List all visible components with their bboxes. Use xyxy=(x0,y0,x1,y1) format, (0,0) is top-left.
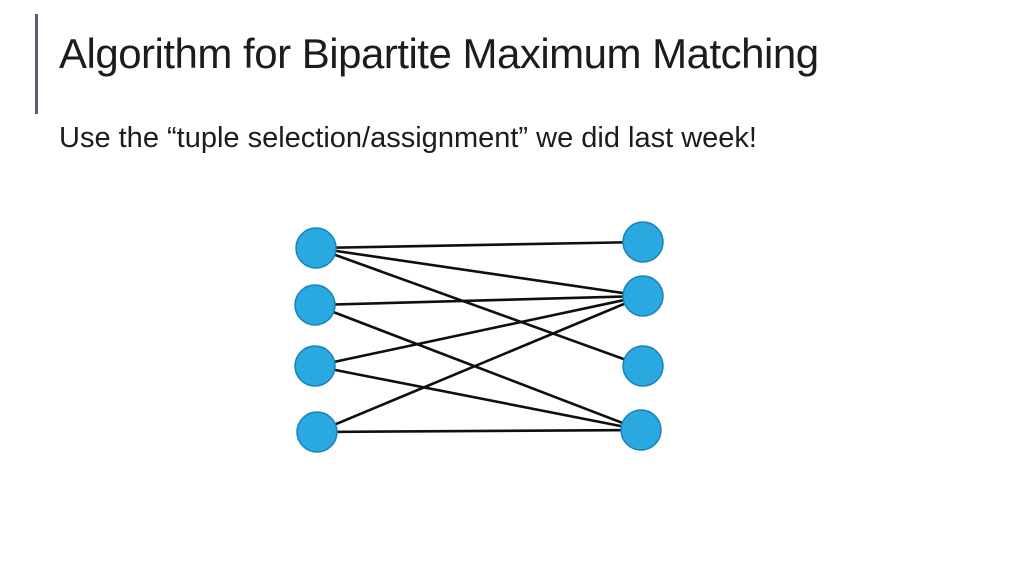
graph-node-R2 xyxy=(622,275,664,317)
graph-node-L1 xyxy=(295,227,337,269)
graph-edge-L2-R2 xyxy=(314,294,644,307)
graph-edge-L4-R4 xyxy=(316,428,642,434)
graph-edge-L1-R1 xyxy=(315,240,644,250)
graph-edge-L3-R2 xyxy=(314,294,644,368)
slide-title: Algorithm for Bipartite Maximum Matching xyxy=(59,30,819,77)
graph-edge-L2-R4 xyxy=(314,303,642,432)
graph-edge-L1-R2 xyxy=(315,246,644,298)
graph-node-L4 xyxy=(296,411,338,453)
graph-edge-L1-R3 xyxy=(315,246,644,368)
graph-edge-L4-R2 xyxy=(316,294,644,434)
slide-subtitle: Use the “tuple selection/assignment” we … xyxy=(59,122,757,154)
graph-node-L3 xyxy=(294,345,336,387)
title-accent-bar xyxy=(35,14,38,114)
graph-edge-L3-R4 xyxy=(314,364,642,432)
graph-node-R1 xyxy=(622,221,664,263)
graph-node-L2 xyxy=(294,284,336,326)
graph-node-R4 xyxy=(620,409,662,451)
graph-node-R3 xyxy=(622,345,664,387)
